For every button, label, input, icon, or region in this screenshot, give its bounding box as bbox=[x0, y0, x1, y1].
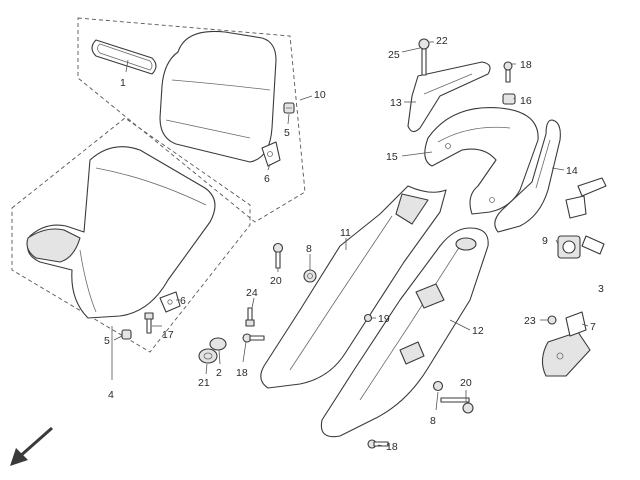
callout-1: 1 bbox=[120, 77, 126, 89]
callout-5a: 5 bbox=[284, 127, 290, 139]
callout-18c: 18 bbox=[386, 441, 398, 453]
callout-17: 17 bbox=[162, 329, 174, 341]
bolt-20-lower bbox=[432, 380, 474, 414]
leader-lines bbox=[111, 41, 589, 447]
callout-3: 3 bbox=[598, 283, 604, 295]
fastener-16 bbox=[502, 93, 516, 105]
clip-5-lower bbox=[121, 329, 132, 340]
callout-9: 9 bbox=[542, 235, 548, 247]
callout-6b: 6 bbox=[180, 295, 186, 307]
seat-strap bbox=[91, 39, 157, 75]
callout-22: 22 bbox=[436, 35, 448, 47]
seat-lock-9 bbox=[557, 177, 607, 259]
callout-10: 10 bbox=[314, 89, 326, 101]
screw-18-top bbox=[503, 61, 513, 83]
screw-19 bbox=[363, 313, 373, 323]
bracket-6-upper bbox=[261, 141, 281, 167]
bolt-25 bbox=[418, 38, 430, 76]
clip-5-upper bbox=[283, 102, 295, 114]
bolt-24 bbox=[245, 307, 255, 327]
callout-11: 11 bbox=[340, 227, 351, 239]
callout-21: 21 bbox=[198, 377, 210, 389]
grab-handle-13 bbox=[407, 61, 491, 133]
rear-seat-frame bbox=[77, 17, 306, 223]
callout-5b: 5 bbox=[104, 335, 110, 347]
callout-14: 14 bbox=[566, 165, 578, 177]
bracket-6-lower bbox=[159, 291, 181, 313]
callout-16: 16 bbox=[520, 95, 532, 107]
callout-2: 2 bbox=[216, 367, 222, 379]
callout-8b: 8 bbox=[430, 415, 436, 427]
side-rail-14 bbox=[494, 119, 561, 233]
callout-24: 24 bbox=[246, 287, 258, 299]
callout-13: 13 bbox=[390, 97, 402, 109]
front-seat-frame bbox=[11, 117, 251, 353]
callout-8a: 8 bbox=[306, 243, 312, 255]
rear-carrier-15 bbox=[424, 107, 539, 215]
callout-18b: 18 bbox=[236, 367, 248, 379]
callout-7: 7 bbox=[590, 321, 596, 333]
bolt-17 bbox=[144, 312, 154, 334]
callout-6a: 6 bbox=[264, 173, 270, 185]
left-side-cover-11 bbox=[260, 185, 447, 389]
screw-23 bbox=[547, 315, 557, 325]
callout-20b: 20 bbox=[460, 377, 472, 389]
callout-15: 15 bbox=[386, 151, 398, 163]
screw-18-mid bbox=[242, 333, 265, 343]
front-seat bbox=[26, 146, 216, 319]
rear-seat bbox=[159, 30, 277, 163]
callout-18a: 18 bbox=[520, 59, 532, 71]
screw-18-bottom bbox=[367, 439, 389, 449]
arrow-down-left-icon bbox=[10, 426, 53, 466]
right-side-cover-12 bbox=[320, 227, 489, 438]
lock-bracket-7 bbox=[541, 311, 591, 377]
callout-25: 25 bbox=[388, 49, 400, 61]
callout-19: 19 bbox=[378, 313, 390, 325]
callout-20a: 20 bbox=[270, 275, 282, 287]
bolt-20-upper bbox=[272, 242, 284, 269]
callout-23: 23 bbox=[524, 315, 536, 327]
grommet-8-upper bbox=[303, 269, 317, 283]
callout-4: 4 bbox=[108, 389, 114, 401]
bushing-2 bbox=[209, 337, 227, 351]
callouts: 1 10 5 6 4 5 17 6 25 22 18 13 16 15 14 1… bbox=[104, 35, 604, 453]
callout-12: 12 bbox=[472, 325, 484, 337]
bushing-21 bbox=[198, 348, 218, 364]
